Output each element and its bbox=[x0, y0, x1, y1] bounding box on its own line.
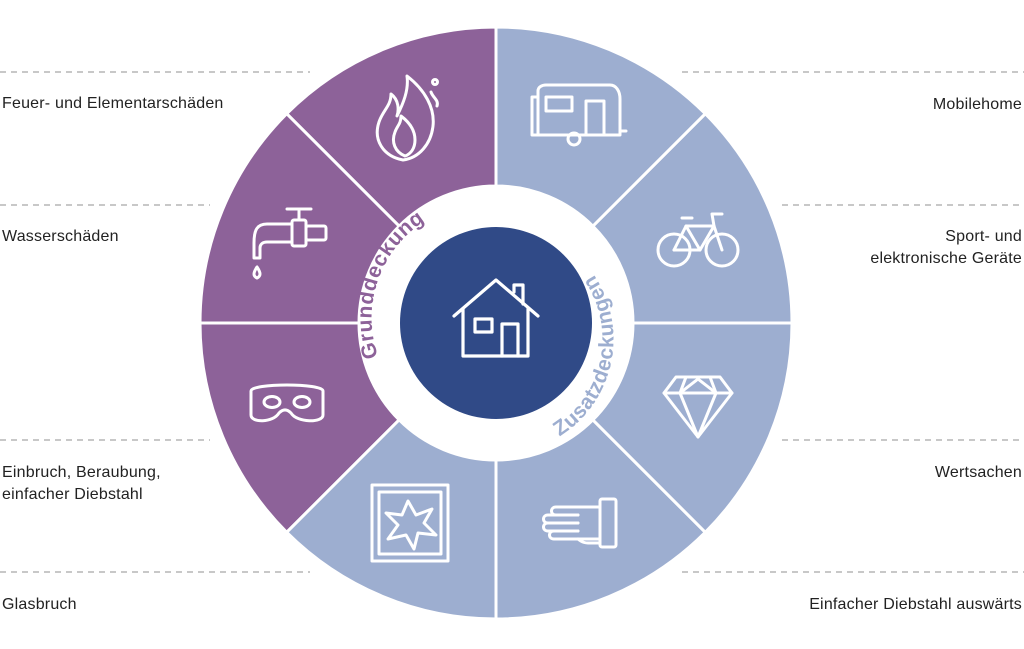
label-sport-electronics: Sport- und elektronische Geräte bbox=[870, 228, 1022, 267]
center-circle bbox=[400, 227, 592, 419]
house-icon bbox=[452, 278, 540, 358]
bicycle-icon bbox=[656, 212, 740, 268]
label-theft-away: Einfacher Diebstahl auswärts bbox=[809, 596, 1022, 613]
water-tap-icon bbox=[252, 207, 328, 280]
mask-icon bbox=[249, 383, 325, 423]
label-water-damage: Wasserschäden bbox=[2, 228, 119, 245]
label-burglary: Einbruch, Beraubung, einfacher Diebstahl bbox=[2, 464, 161, 503]
guide-lines bbox=[0, 71, 1024, 573]
label-mobilehome: Mobilehome bbox=[932, 96, 1022, 113]
caravan-icon bbox=[530, 83, 628, 147]
label-valuables: Wertsachen bbox=[934, 464, 1022, 481]
hand-icon bbox=[542, 497, 618, 549]
flame-icon bbox=[375, 74, 439, 162]
label-glass-breakage: Glasbruch bbox=[2, 596, 77, 613]
diamond-icon bbox=[662, 375, 734, 439]
label-fire-damage: Feuer- und Elementarschäden bbox=[2, 95, 224, 112]
broken-glass-icon bbox=[370, 483, 450, 563]
